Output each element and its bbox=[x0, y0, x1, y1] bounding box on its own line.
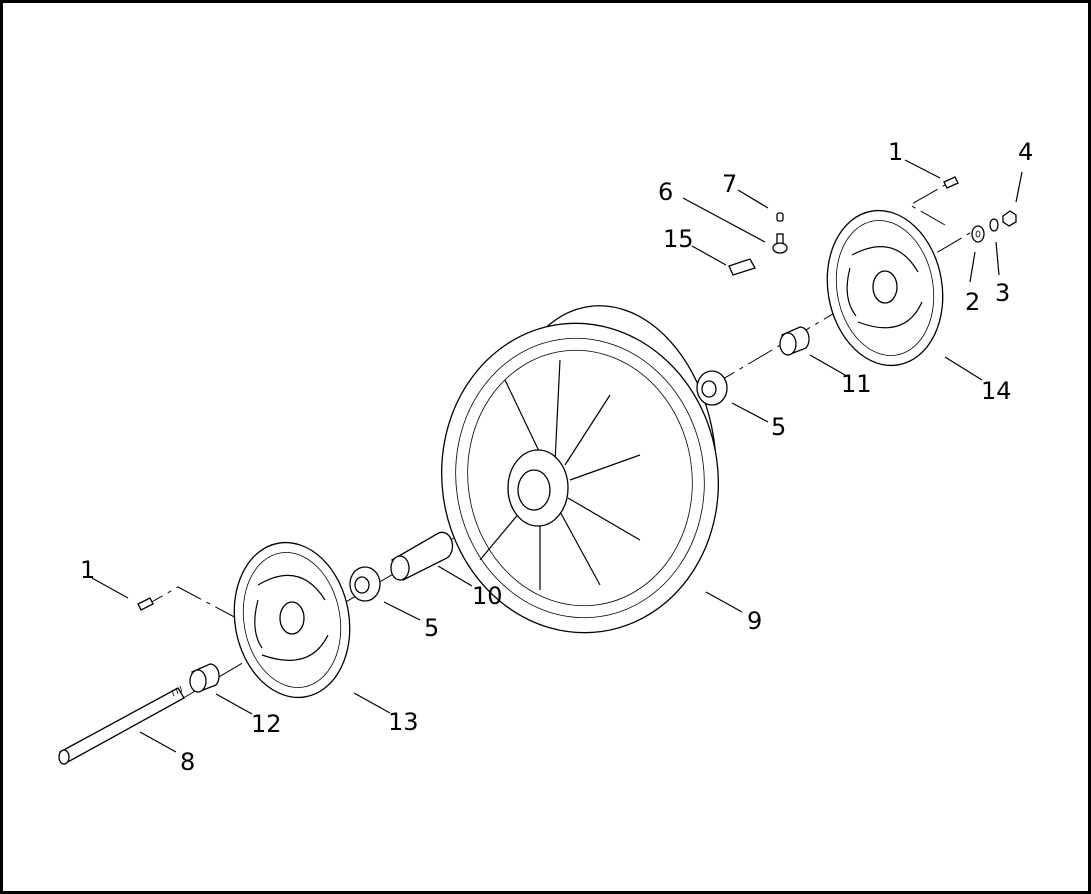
rotor-screw-right bbox=[943, 176, 959, 189]
callout-1-left: 1 bbox=[80, 556, 95, 584]
callout-11: 11 bbox=[841, 370, 872, 398]
callout-10: 10 bbox=[472, 582, 503, 610]
wheel bbox=[441, 305, 719, 634]
callout-13: 13 bbox=[388, 708, 419, 736]
callout-1-right: 1 bbox=[888, 138, 903, 166]
nut bbox=[1002, 210, 1017, 227]
bearing-left bbox=[349, 566, 381, 602]
callout-5-left: 5 bbox=[424, 614, 439, 642]
callout-2: 2 bbox=[965, 288, 980, 316]
valve-stem bbox=[772, 233, 788, 254]
axle bbox=[58, 685, 185, 765]
callout-9: 9 bbox=[747, 607, 762, 635]
callout-14: 14 bbox=[981, 377, 1012, 405]
spacer-right bbox=[779, 326, 810, 356]
right-brake-rotor bbox=[826, 209, 944, 367]
callout-6: 6 bbox=[658, 178, 673, 206]
callout-4: 4 bbox=[1018, 138, 1033, 166]
rotor-screw-left bbox=[137, 597, 154, 611]
callouts: 1 1 2 3 4 5 5 6 7 8 9 10 11 12 13 14 15 bbox=[80, 138, 1033, 776]
callout-8: 8 bbox=[180, 748, 195, 776]
callout-3: 3 bbox=[995, 279, 1010, 307]
wheel-weight bbox=[728, 258, 756, 276]
callout-15: 15 bbox=[663, 225, 694, 253]
left-brake-rotor bbox=[233, 541, 351, 699]
callout-7: 7 bbox=[722, 170, 737, 198]
callout-5-right: 5 bbox=[771, 413, 786, 441]
spacer-left bbox=[189, 663, 220, 693]
lockwasher bbox=[989, 218, 999, 232]
washer bbox=[971, 225, 985, 243]
valve-cap bbox=[776, 212, 784, 222]
leader-lines bbox=[91, 159, 1023, 753]
axle-spacer-sleeve bbox=[390, 531, 454, 581]
callout-12: 12 bbox=[251, 710, 282, 738]
bearing-right bbox=[696, 370, 728, 406]
